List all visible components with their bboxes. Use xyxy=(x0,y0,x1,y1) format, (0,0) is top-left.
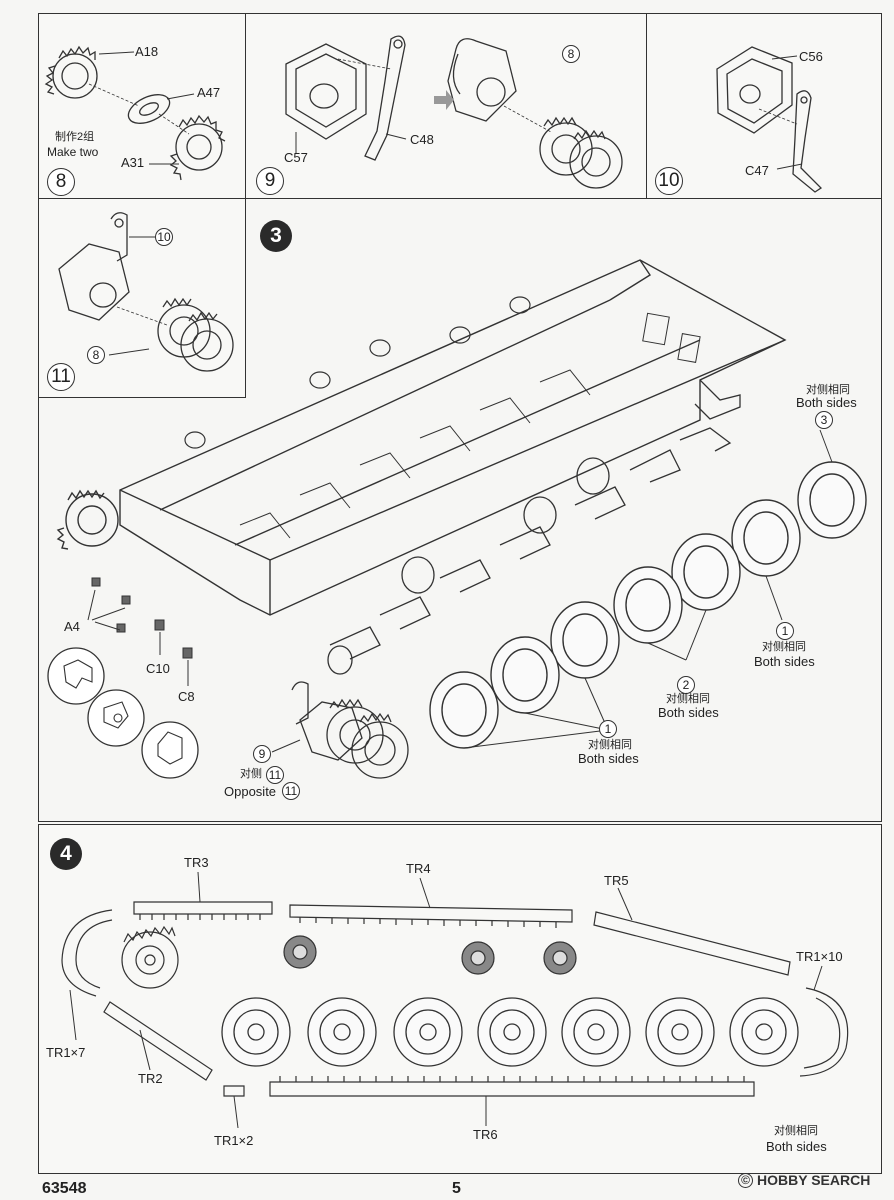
track-tr1x7-label: TR1×7 xyxy=(46,1045,86,1060)
opposite-cn-label: 对侧 xyxy=(240,768,262,780)
ref-2-badge: 2 xyxy=(677,676,695,694)
product-code: 63548 xyxy=(42,1180,87,1197)
make-two-note-en: Make two xyxy=(47,145,99,159)
step-3-number: 3 xyxy=(260,220,292,252)
step-9-panel: C57 C48 8 9 xyxy=(245,13,647,199)
step-9-number: 9 xyxy=(256,167,284,195)
part-a47-label: A47 xyxy=(197,85,221,100)
callout-both-sides-en: Both sides xyxy=(658,705,719,720)
make-two-note-cn: 制作2组 xyxy=(55,131,95,143)
watermark-text: HOBBY SEARCH xyxy=(757,1172,871,1188)
step-11-number: 11 xyxy=(47,363,75,391)
ref-1-badge: 1 xyxy=(599,720,617,738)
step-4-number: 4 xyxy=(50,838,82,870)
step-10-panel: C56 C47 10 xyxy=(646,13,882,199)
track-tr1x10-label: TR1×10 xyxy=(796,949,843,964)
part-a18-label: A18 xyxy=(135,44,159,59)
ref-10-badge: 10 xyxy=(155,228,173,246)
callout-both-sides-en: Both sides xyxy=(578,751,639,766)
step-11-panel: 10 8 11 xyxy=(38,198,246,398)
part-c10-label: C10 xyxy=(146,661,170,676)
watermark: © HOBBY SEARCH xyxy=(738,1172,870,1188)
step-8-number: 8 xyxy=(47,168,75,196)
track-tr5-label: TR5 xyxy=(604,873,629,888)
callout-both-sides-cn: 对侧相同 xyxy=(588,739,632,751)
step-4-panel xyxy=(38,824,882,1174)
step-9-drawing xyxy=(285,35,623,189)
page-number: 5 xyxy=(452,1180,461,1197)
part-c8-label: C8 xyxy=(178,689,195,704)
step-4-both-sides-cn: 对侧相同 xyxy=(774,1125,818,1137)
ref-9-badge: 9 xyxy=(253,745,271,763)
track-tr2-label: TR2 xyxy=(138,1071,163,1086)
callout-both-sides-cn: 对侧相同 xyxy=(806,384,850,396)
ref-3-badge: 3 xyxy=(815,411,833,429)
track-tr6-label: TR6 xyxy=(473,1127,498,1142)
callout-both-sides-cn: 对侧相同 xyxy=(666,693,710,705)
track-tr4-label: TR4 xyxy=(406,861,431,876)
step-10-drawing xyxy=(716,46,823,193)
step-3-region xyxy=(245,198,882,398)
callout-both-sides-cn: 对侧相同 xyxy=(762,641,806,653)
callout-both-sides-en: Both sides xyxy=(754,654,815,669)
step-4-both-sides-en: Both sides xyxy=(766,1139,827,1154)
step-8-panel: A18 A47 A31 制作2组 Make two 8 xyxy=(38,13,246,199)
part-a31-label: A31 xyxy=(121,155,145,170)
ref-8-badge: 8 xyxy=(562,45,580,63)
part-a4-label: A4 xyxy=(64,619,80,634)
ref-8-badge: 8 xyxy=(87,346,105,364)
track-tr3-label: TR3 xyxy=(184,855,209,870)
step-8-drawing xyxy=(44,45,226,181)
part-c48-label: C48 xyxy=(410,132,434,147)
ref-1-badge: 1 xyxy=(776,622,794,640)
callout-both-sides-en: Both sides xyxy=(796,395,857,410)
step-3-lower-region xyxy=(38,397,882,822)
part-c56-label: C56 xyxy=(799,49,823,64)
arrow-icon xyxy=(434,90,454,110)
opposite-en-label: Opposite xyxy=(224,784,277,799)
ref-11-badge: 11 xyxy=(266,766,284,784)
step-10-number: 10 xyxy=(655,167,683,195)
track-tr1x2-label: TR1×2 xyxy=(214,1133,254,1148)
ref-11-badge: 11 xyxy=(282,782,300,800)
part-c57-label: C57 xyxy=(284,150,308,165)
copyright-icon: © xyxy=(738,1172,753,1188)
part-c47-label: C47 xyxy=(745,163,769,178)
